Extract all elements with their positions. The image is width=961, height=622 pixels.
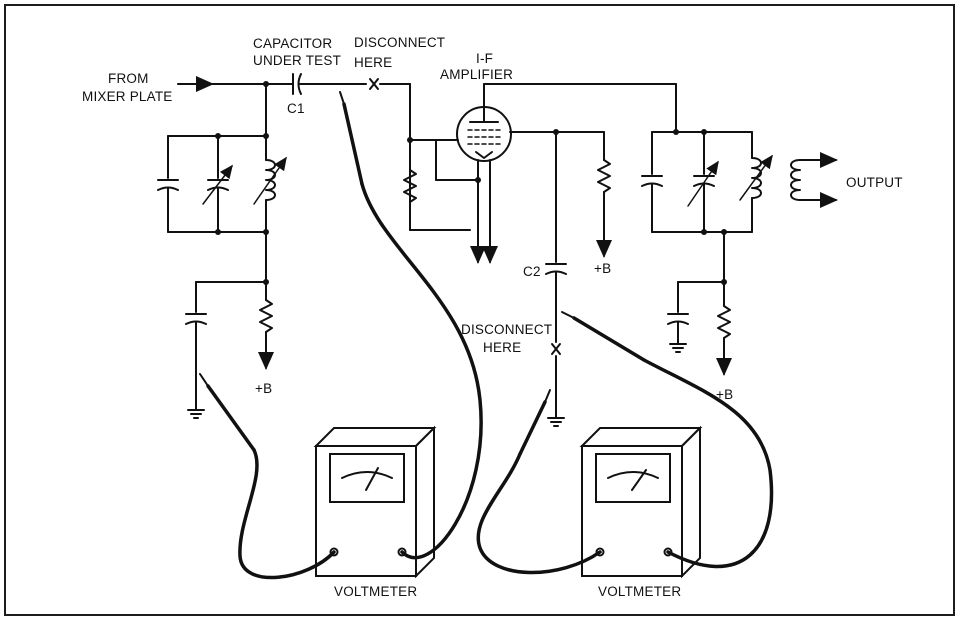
label-c2: C2: [523, 264, 541, 279]
probe-c2-ground: [476, 389, 602, 575]
left-tank-circuit: [157, 81, 287, 235]
right-decoupling-network: [667, 231, 732, 376]
label-disconnect-mid: DISCONNECT: [461, 322, 552, 337]
right-tank-circuit: [641, 83, 838, 235]
label-plus-b-mid: +B: [594, 261, 611, 276]
probe-left-ground: [199, 373, 336, 580]
label-under-test: UNDER TEST: [253, 53, 341, 68]
screen-resistor: [555, 131, 612, 258]
capacitor-c1: [292, 73, 367, 95]
disconnect-mark-top: [369, 78, 411, 231]
label-capacitor: CAPACITOR: [253, 36, 332, 51]
label-voltmeter-left: VOLTMETER: [334, 584, 417, 599]
label-here-mid: HERE: [483, 340, 521, 355]
label-from: FROM: [108, 71, 149, 86]
grid-network: [403, 137, 481, 231]
label-plus-b-left: +B: [255, 381, 272, 396]
label-plus-b-right: +B: [716, 387, 733, 402]
label-mixer-plate: MIXER PLATE: [82, 89, 172, 104]
capacitor-c2: [545, 131, 567, 427]
voltmeter-right: [579, 425, 703, 579]
probe-c1: [339, 91, 483, 560]
if-amplifier-tube: [431, 83, 677, 264]
label-disconnect-top: DISCONNECT: [354, 35, 445, 50]
label-here-top: HERE: [354, 55, 392, 70]
label-voltmeter-right: VOLTMETER: [598, 584, 681, 599]
voltmeter-left: [313, 425, 437, 579]
left-decoupling-network: [185, 231, 274, 419]
probe-c2: [561, 311, 774, 569]
label-output: OUTPUT: [846, 175, 903, 190]
label-if: I-F: [476, 51, 493, 66]
figure-frame: [4, 4, 955, 616]
label-c1: C1: [287, 101, 305, 116]
label-amplifier: AMPLIFIER: [440, 67, 513, 82]
